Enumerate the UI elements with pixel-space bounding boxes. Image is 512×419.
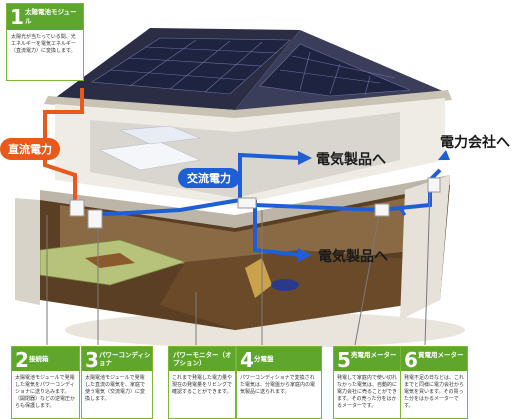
bed-left (98, 141, 202, 171)
meter-box (374, 203, 390, 217)
ground-shadow (65, 312, 465, 348)
buy-meter-head: 6 買電用メーター (401, 347, 467, 372)
solar-panels (91, 37, 411, 97)
solar-module-panel: 1 太陽電池モジュール 太陽光が当たっている間、光エネルギーを電気エネルギー（直… (6, 3, 84, 81)
living-floor (160, 250, 440, 330)
power-monitor-panel: パワーモニター（オプション） これまで発電した電力量や現在の発電量をリビングで確… (168, 346, 236, 419)
leader-lines (46, 189, 431, 346)
power-monitor-head: パワーモニター（オプション） (169, 347, 235, 371)
distribution-board (237, 197, 257, 209)
side-wall (400, 175, 450, 320)
panel-number: 2 (15, 348, 29, 372)
panel-title: パワーコンディショナ (99, 351, 151, 367)
ac-arrow-1 (298, 151, 312, 165)
left-wall (15, 198, 40, 305)
panel-number: 6 (404, 348, 418, 372)
buy-meter-panel: 6 買電用メーター 発電不足の日などは、これまでと同様に電力会社から電気を買いま… (400, 346, 468, 419)
panel-description: パワーコンディショナで変換された電気は、分電盤から家庭内の電気製品に送られます。 (240, 375, 316, 395)
sell-meter-head: 5 売電用メーター (334, 347, 400, 372)
sofa (245, 258, 272, 298)
power-company-arrow (438, 150, 450, 160)
power-conditioner (87, 209, 103, 229)
panel-description: 発電不足の日などは、これまでと同様に電力会社から電気を買います。その買った分をは… (404, 375, 465, 409)
panel-title: 分電盤 (254, 355, 274, 363)
panel-number: 5 (337, 348, 351, 372)
meter-line (398, 207, 407, 216)
ac-power-label: 交流電力 (178, 168, 240, 188)
panel-title: 太陽電池モジュール (25, 8, 77, 25)
floor-slab (40, 175, 450, 228)
distribution-board-head: 4 分電盤 (237, 347, 321, 372)
electric-products-label-1: 電気製品へ (316, 152, 386, 168)
panel-number: 3 (85, 348, 99, 372)
panel-title: パワーモニター（オプション） (173, 351, 232, 367)
bed-right (118, 125, 201, 145)
sell-meter-panel: 5 売電用メーター 発電して家庭内で使い切れなかった電気は、自動的に電力会社に売… (333, 346, 401, 419)
panel-description: これまで発電した電力量や現在の発電量をリビングで確認することができます。 (172, 375, 233, 395)
power-company-label: 電力会社へ (440, 135, 510, 151)
panel-title: 買電用メーター (418, 351, 464, 359)
ac-line-2 (253, 200, 301, 257)
panel-title: 接続箱 (29, 355, 49, 363)
power-conditioner-panel: 3 パワーコンディショナ 太陽電池モジュールで発電した直流の電気を、家庭で使う電… (81, 346, 153, 419)
distribution-board-panel: 4 分電盤 パワーコンディショナで変換された電気は、分電盤から家庭内の電気製品に… (236, 346, 322, 419)
panel-description: 発電して家庭内で使い切れなかった電気は、自動的に電力会社に売ることができます。そ… (337, 375, 398, 409)
power-conditioner-head: 3 パワーコンディショナ (82, 347, 152, 372)
panel-number: 1 (10, 5, 24, 29)
junction-box-panel: 2 接続箱 太陽電池モジュールで発電した電気をパワーコンディショナに送り込みます… (11, 346, 80, 419)
dc-power-label: 直流電力 (0, 138, 60, 160)
electric-products-label-2: 電気製品へ (318, 249, 388, 265)
meter-box-2 (427, 177, 441, 193)
panel-description: 太陽電池モジュールで発電した電気をパワーコンディショナに送り込みます。（開閉器）… (15, 375, 76, 409)
panel-number: 4 (240, 348, 254, 372)
ac-arrow-2 (298, 248, 312, 262)
solar-module-head: 1 太陽電池モジュール (7, 4, 83, 30)
panel-title: 売電用メーター (351, 351, 397, 359)
junction-box-head: 2 接続箱 (12, 347, 79, 372)
coffee-table (271, 279, 299, 291)
panel-description: 太陽光が当たっている間、光エネルギーを電気エネルギー（直流電力）に変換します。 (11, 34, 77, 54)
panel-description: 太陽電池モジュールで発電した直流の電気を、家庭で使う電気（交流電力）に変換します… (85, 375, 146, 402)
junction-box (69, 199, 85, 217)
